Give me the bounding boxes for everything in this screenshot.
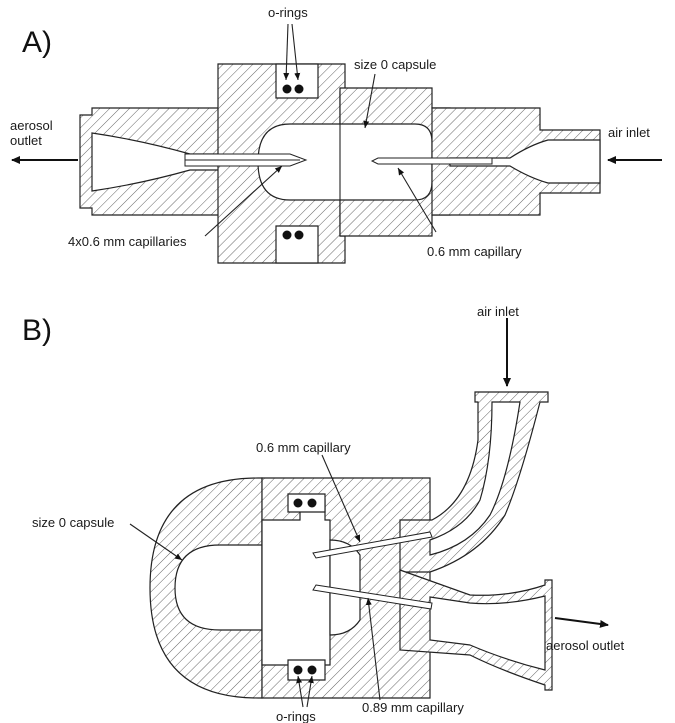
aerosol-outlet-arrow-b bbox=[554, 617, 609, 628]
o-ring-leader-1 bbox=[283, 23, 290, 81]
aerosol-label-a: aerosol bbox=[10, 118, 53, 133]
o-ring-top-1 bbox=[282, 84, 292, 94]
capsule-leader-a bbox=[363, 73, 376, 129]
o-ring-leader-b2 bbox=[306, 675, 314, 708]
elbow-bore bbox=[429, 401, 521, 556]
panel-b-label: B) bbox=[22, 314, 52, 347]
capillaries-leader bbox=[204, 165, 283, 237]
capillary-upper-label-b: 0.6 mm capillary bbox=[256, 440, 351, 455]
capsule-label-b: size 0 capsule bbox=[32, 515, 114, 530]
outlet-cone-bore bbox=[429, 595, 546, 671]
chamber-b bbox=[261, 499, 331, 666]
outlet-label-a: outlet bbox=[10, 133, 42, 148]
o-ring-b-top-1 bbox=[293, 498, 303, 508]
capsule-chamber bbox=[257, 123, 433, 201]
capillary-leader-upper-b bbox=[321, 454, 361, 543]
o-ring-bottom-2 bbox=[294, 230, 304, 240]
capillary-label-a: 0.6 mm capillary bbox=[427, 244, 522, 259]
capillary-089-b bbox=[312, 584, 433, 610]
o-rings-label-a: o-rings bbox=[268, 5, 308, 20]
capsule-label-a: size 0 capsule bbox=[354, 57, 436, 72]
o-ring-b-top-2 bbox=[307, 498, 317, 508]
capillary-06-b bbox=[312, 531, 433, 559]
o-rings-label-b: o-rings bbox=[276, 709, 316, 723]
capillaries-label: 4x0.6 mm capillaries bbox=[68, 234, 187, 249]
inlet-bore bbox=[449, 139, 601, 184]
aerosol-outlet-label-b: aerosol outlet bbox=[546, 638, 624, 653]
air-inlet-label-b: air inlet bbox=[477, 304, 519, 319]
capsule-chamber-b bbox=[174, 544, 263, 631]
panel-a-label: A) bbox=[22, 26, 52, 59]
air-inlet-label-a: air inlet bbox=[608, 125, 650, 140]
o-ring-b-bottom-1 bbox=[293, 665, 303, 675]
panel-a: A) o-rings size bbox=[10, 5, 662, 264]
o-ring-b-bottom-2 bbox=[307, 665, 317, 675]
nozzle-recess bbox=[329, 539, 361, 636]
panel-b: B) air inlet 0.6 mm capi bbox=[22, 304, 624, 723]
o-ring-leader-b1 bbox=[296, 675, 304, 708]
o-ring-bottom-1 bbox=[282, 230, 292, 240]
o-ring-leader-2 bbox=[291, 23, 301, 81]
capsule-leader-b bbox=[129, 523, 183, 561]
capillary-leader-a bbox=[397, 167, 437, 233]
o-ring-groove-top-b bbox=[287, 493, 326, 513]
o-ring-groove-bottom-b bbox=[287, 659, 326, 681]
capillary-06 bbox=[370, 157, 493, 165]
capillary-lower-label-b: 0.89 mm capillary bbox=[362, 700, 464, 715]
o-ring-top-2 bbox=[294, 84, 304, 94]
capillary-leader-lower-b bbox=[365, 597, 381, 701]
